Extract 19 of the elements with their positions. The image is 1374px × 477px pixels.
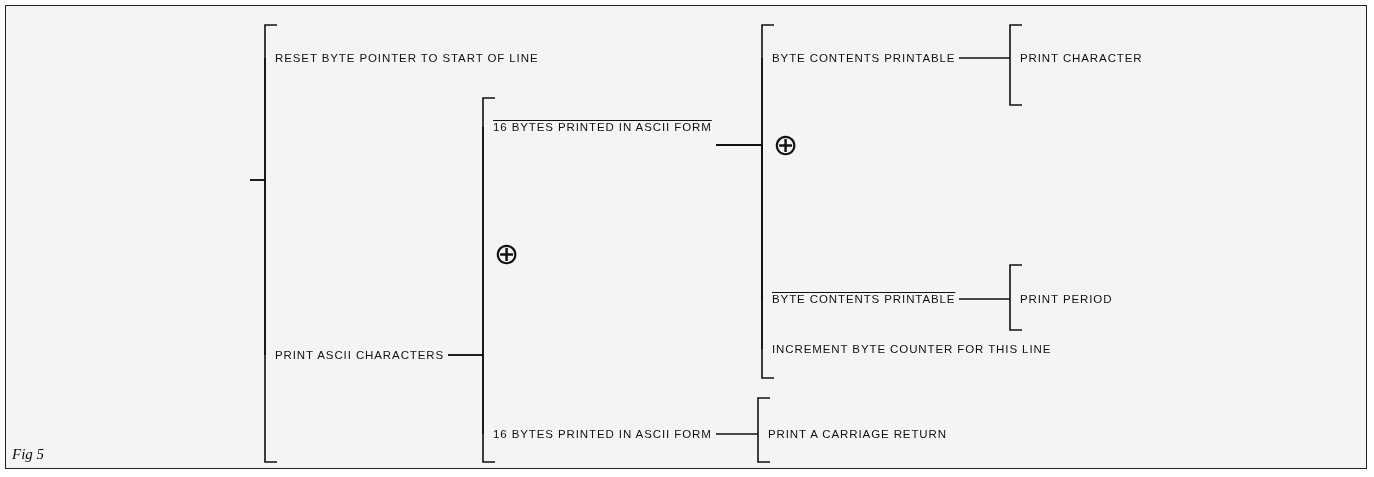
step-text: 16 BYTES PRINTED IN ASCII FORM [493,120,712,135]
exclusive-or-symbol: ⊕ [494,239,520,269]
step-text: RESET BYTE POINTER TO START OF LINE [275,51,539,66]
step-text: 16 BYTES PRINTED IN ASCII FORM [493,427,712,442]
step-text: INCREMENT BYTE COUNTER FOR THIS LINE [772,342,1052,357]
bracket-line [958,298,1011,300]
step-text: PRINT CHARACTER [1020,51,1143,66]
bracket-line [715,144,763,350]
figure-caption: Fig 5 [12,446,45,463]
step-text: PRINT ASCII CHARACTERS [275,348,445,363]
step-text: BYTE CONTENTS PRINTABLE [772,292,956,307]
bracket-line [447,354,484,435]
exclusive-or-symbol: ⊕ [773,130,799,160]
bracket-line [249,179,266,356]
step-text: BYTE CONTENTS PRINTABLE [772,51,956,66]
bracket-line [958,57,1011,59]
step-text: PRINT A CARRIAGE RETURN [768,427,947,442]
step-text: PRINT PERIOD [1020,292,1113,307]
bracket-line [715,433,759,435]
